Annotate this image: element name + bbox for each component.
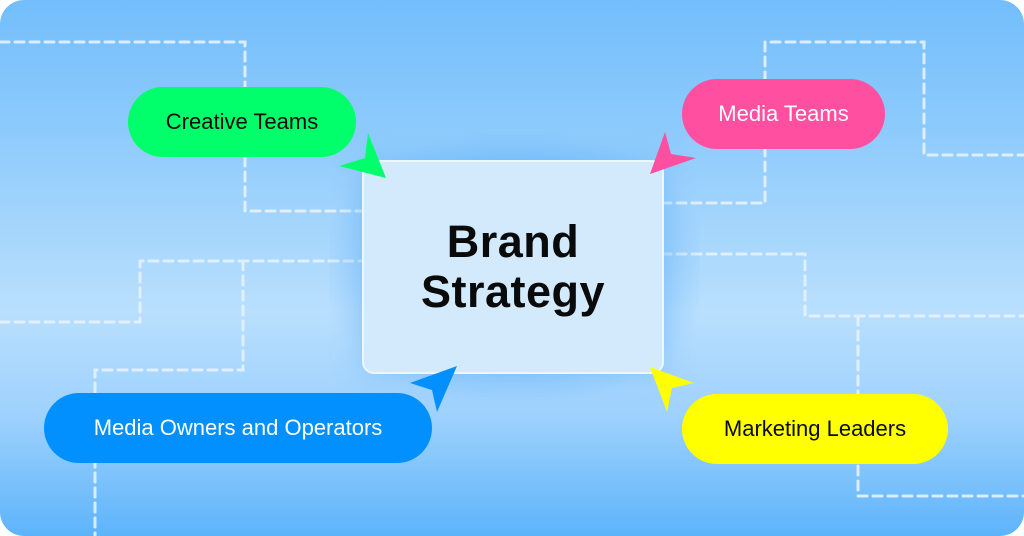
node-label: Media Owners and Operators — [93, 415, 383, 440]
pink-arrow-icon — [650, 132, 696, 174]
blue-arrow-icon — [410, 366, 457, 412]
dashed-line-left-mid — [0, 259, 364, 324]
center-title-line2: Strategy — [420, 266, 606, 317]
node-marketing-leaders: Marketing Leaders — [682, 394, 948, 464]
node-label: Marketing Leaders — [723, 416, 907, 441]
node-label: Creative Teams — [165, 109, 319, 134]
green-arrow-icon — [339, 133, 386, 178]
node-media-teams: Media Teams — [682, 79, 885, 149]
node-media-owners-and-operators: Media Owners and Operators — [44, 393, 432, 463]
yellow-arrow-icon — [650, 367, 694, 412]
dashed-line-right-mid — [660, 252, 1024, 318]
center-title-line1: Brand — [446, 216, 580, 267]
dashed-line-right-branch — [856, 314, 1024, 498]
node-label: Media Teams — [718, 101, 849, 126]
center-title: Brand Strategy — [421, 217, 605, 317]
dashed-line-top-right — [660, 40, 1024, 205]
node-creative-teams: Creative Teams — [128, 87, 356, 157]
brand-strategy-box: Brand Strategy — [362, 160, 664, 374]
